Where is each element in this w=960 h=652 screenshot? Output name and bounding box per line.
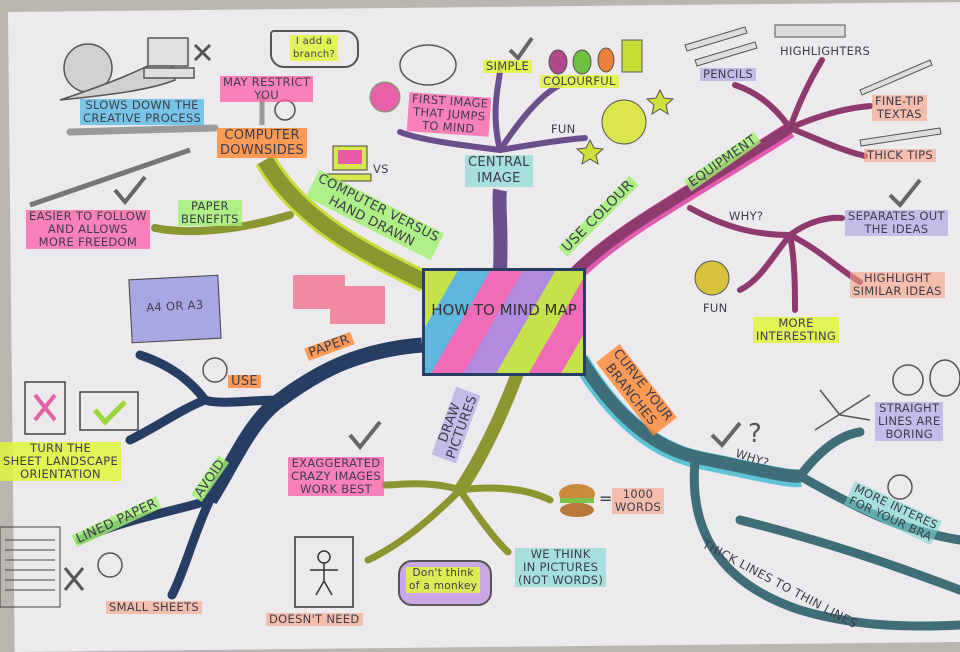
marker-icons <box>548 39 643 75</box>
branch-draw-pictures <box>454 369 525 494</box>
label-a4: A4 OR A3 <box>145 297 204 315</box>
label-highlighters: HIGHLIGHTERS <box>780 44 871 58</box>
label-colourful: COLOURFUL <box>540 75 619 88</box>
label-may-restrict: MAY RESTRICT YOU <box>220 76 314 102</box>
computer-icon <box>325 145 372 182</box>
central-image-how-to-mind-map: HOW TO MIND MAP <box>422 268 586 376</box>
question-mark: ? <box>748 419 762 449</box>
label-straight-lines: STRAIGHT LINES ARE BORING <box>875 402 944 441</box>
lined-paper-icon <box>0 526 61 608</box>
label-pencils: PENCILS <box>700 68 757 81</box>
label-we-think: WE THINK IN PICTURES (NOT WORDS) <box>515 548 607 587</box>
pink-sheets <box>293 275 385 324</box>
label-central-image: CENTRAL IMAGE <box>465 155 533 187</box>
label-equals: = <box>599 489 613 508</box>
branch-paper-benefits <box>151 211 294 236</box>
branch-central-image <box>492 188 508 271</box>
label-fun-top: FUN <box>551 122 576 136</box>
label-turn-sheet: TURN THE SHEET LANDSCAPE ORIENTATION <box>0 442 122 481</box>
snail-computer-icon <box>59 37 195 101</box>
thought-cloud-icon <box>399 44 960 397</box>
label-easier: EASIER TO FOLLOW AND ALLOWS MORE FREEDOM <box>26 210 150 249</box>
label-fine-tip: FINE-TIP TEXTAS <box>872 95 927 121</box>
central-title: HOW TO MIND MAP <box>431 301 577 319</box>
branch-equipment-sub <box>732 57 873 159</box>
label-paper-benefits: PAPER BENEFITS <box>178 200 242 226</box>
label-exaggerated: EXAGGERATED CRAZY IMAGES WORK BEST <box>288 457 385 496</box>
burger-icon <box>559 484 595 517</box>
mind-map-branches: ? <box>0 24 960 631</box>
girl-icon <box>369 81 401 113</box>
branch-why-colour <box>687 205 863 313</box>
label-first-image: FIRST IMAGE THAT JUMPS TO MIND <box>406 91 492 137</box>
label-add-branch: I add a branch? <box>290 35 339 61</box>
branch-central-sub <box>397 67 588 153</box>
pencil-line <box>29 147 191 208</box>
label-slows-down: SLOWS DOWN THE CREATIVE PROCESS <box>80 99 205 125</box>
svg-text:?: ? <box>748 419 762 449</box>
highlighter-pens <box>684 24 942 147</box>
branch-use <box>125 350 285 445</box>
straight-lines-doodle <box>814 389 871 431</box>
label-monkey: Don't think of a monkey <box>406 567 481 593</box>
speech-bubble-branch <box>270 30 359 68</box>
star-icon <box>575 88 675 166</box>
branch-slows <box>66 124 219 136</box>
landscape-paper-icon <box>24 381 139 435</box>
label-vs: VS <box>373 162 389 176</box>
label-computer-downsides: COMPUTER DOWNSIDES <box>217 128 308 158</box>
a4-sheet-icon: A4 OR A3 <box>128 274 222 344</box>
label-use: USE <box>228 375 261 388</box>
label-small-sheets: SMALL SHEETS <box>106 601 202 614</box>
label-doesnt-need: DOESN'T NEED <box>266 613 363 626</box>
label-thick-tips: THICK TIPS <box>864 149 936 162</box>
sun-face-icon <box>601 99 730 296</box>
cross-icon <box>63 43 212 591</box>
check-icon <box>113 36 922 451</box>
label-fun-right: FUN <box>703 301 728 315</box>
label-highlight-similar: HIGHLIGHT SIMILAR IDEAS <box>850 272 945 298</box>
label-1000-words: 1000 WORDS <box>612 488 665 514</box>
branch-draw-sub <box>364 480 554 564</box>
stick-figure-frame <box>294 536 354 608</box>
label-simple: SIMPLE <box>483 60 533 73</box>
label-separates: SEPARATES OUT THE IDEAS <box>845 210 948 236</box>
label-more-interesting: MORE INTERESTING <box>753 317 840 343</box>
label-why-colour: WHY? <box>729 209 764 223</box>
